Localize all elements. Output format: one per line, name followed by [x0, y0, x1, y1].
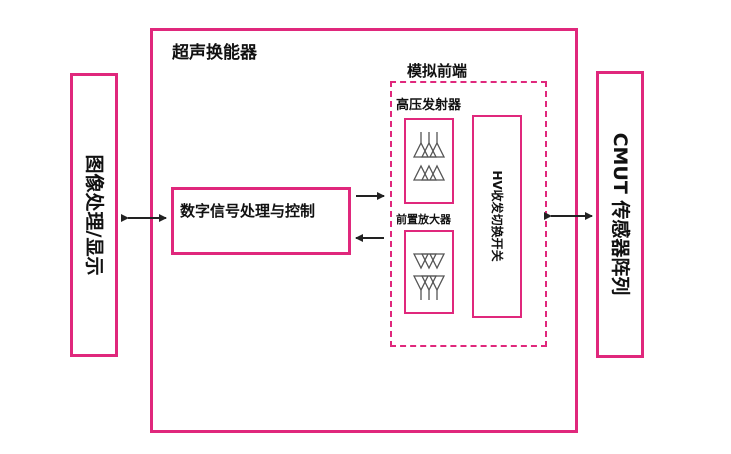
- ultrasound-transducer-title: 超声换能器: [172, 43, 257, 63]
- hv-transmitter-symbol: [412, 132, 446, 181]
- preamp-symbol: [412, 253, 446, 300]
- cmut-sensor-array-block: [596, 71, 644, 358]
- dsp-control-label: 数字信号处理与控制: [180, 202, 316, 220]
- image-processing-display-block: [70, 73, 118, 357]
- hv-transmitter-title: 高压发射器: [396, 98, 462, 113]
- dsp-control-block: [171, 187, 351, 255]
- preamp-title: 前置放大器: [396, 213, 451, 226]
- analog-front-end-title: 模拟前端: [407, 62, 468, 80]
- hv-switch-block: [472, 115, 522, 318]
